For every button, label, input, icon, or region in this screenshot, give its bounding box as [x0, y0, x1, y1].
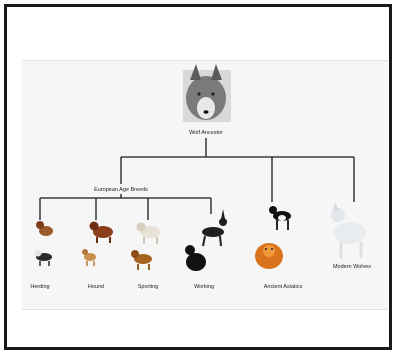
sporting-dogs-image: [131, 222, 160, 270]
leaf-label-hound: Hound: [88, 284, 104, 290]
group-label: European Age Breeds: [94, 187, 148, 193]
tree-connectors: [39, 138, 355, 220]
working-dogs-image: [185, 209, 227, 271]
ancient-asiatics-image: [255, 206, 291, 269]
modern-wolves-image: [331, 202, 366, 258]
leaf-label-sporting: Sporting: [138, 284, 159, 290]
herding-dogs-image: [34, 221, 53, 266]
leaf-label-herding: Herding: [30, 284, 49, 290]
leaf-label-ancient-asiatics: Ancient Asiatics: [264, 284, 303, 290]
leaf-label-working: Working: [194, 284, 214, 290]
root-label: Wolf Ancestor: [189, 130, 223, 136]
wolf-ancestor-image: [183, 64, 231, 122]
hound-dogs-image: [82, 221, 113, 266]
leaf-label-modern-wolves: Modern Wolves: [333, 264, 371, 270]
